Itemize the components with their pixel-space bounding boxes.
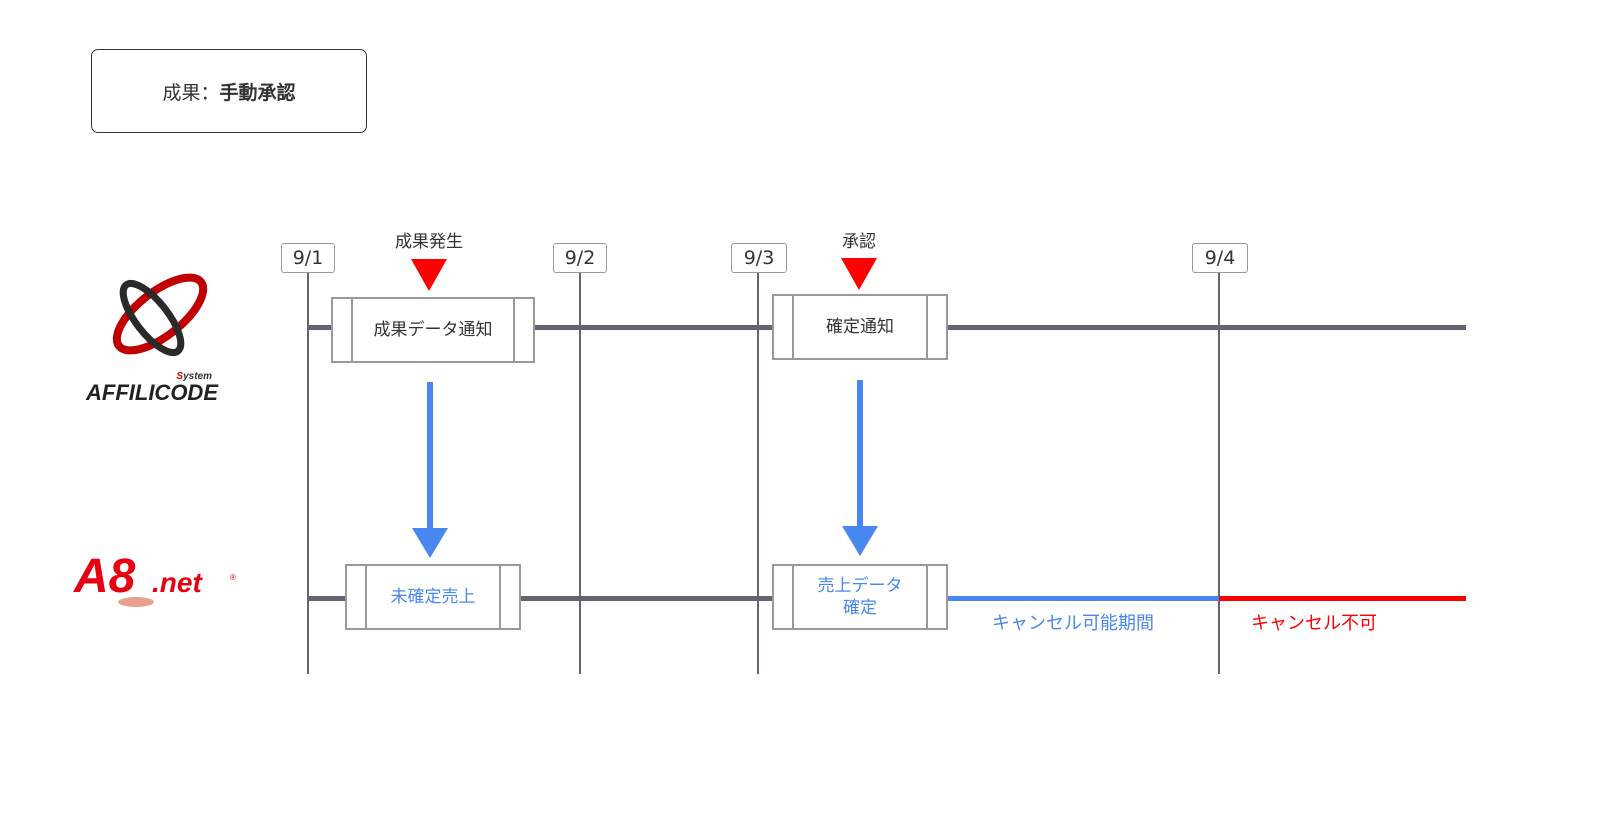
- flow-arrow-down-icon: [842, 380, 878, 556]
- process-label: 成果データ通知: [373, 320, 493, 340]
- flow-arrow-down-icon: [412, 382, 448, 558]
- a8-logo-mark-icon: A8 .net ®: [73, 550, 236, 607]
- svg-text:®: ®: [230, 573, 236, 582]
- cancel-impossible-label: キャンセル不可: [1251, 613, 1377, 634]
- date-line-9-1: [307, 272, 309, 674]
- process-unconfirmed-sales: 未確定売上: [345, 564, 521, 630]
- date-tag: 9/3: [731, 243, 787, 273]
- cancel-possible-period-bar: [947, 596, 1219, 601]
- date-tag: 9/2: [553, 243, 607, 273]
- a8-timeline: [307, 596, 773, 601]
- affilicode-name: AFFILICODE: [85, 380, 219, 405]
- date-line-9-2: [579, 272, 581, 674]
- process-label: 確定通知: [826, 317, 894, 337]
- process-label-line: 確定: [843, 598, 877, 618]
- affilicode-tag: System: [176, 371, 212, 382]
- process-sales-data-confirmed: 売上データ 確定: [772, 564, 948, 630]
- date-line-9-4: [1218, 272, 1220, 674]
- cancel-impossible-period-bar: [1219, 596, 1466, 601]
- affilicode-orbit-icon: System AFFILICODE: [85, 273, 219, 405]
- red-triangle-marker-icon: [411, 259, 447, 291]
- date-tag: 9/4: [1192, 243, 1248, 273]
- process-confirm-notice: 確定通知: [772, 294, 948, 360]
- date-line-9-3: [757, 272, 759, 674]
- a8-suffix: .net: [152, 567, 203, 598]
- event-label-approval: 承認: [842, 232, 876, 252]
- process-label: 売上データ 確定: [794, 566, 926, 628]
- a8-logo: A8 .net ®: [70, 538, 245, 613]
- title-prefix: 成果：: [162, 81, 220, 104]
- date-tag: 9/1: [281, 243, 335, 273]
- title-main: 手動承認: [219, 81, 296, 104]
- red-triangle-marker-icon: [841, 258, 877, 290]
- process-conversion-notice: 成果データ通知: [331, 297, 535, 363]
- event-label-conversion: 成果発生: [395, 232, 463, 252]
- process-label: 未確定売上: [390, 587, 476, 607]
- diagram-title: 成果：手動承認: [91, 49, 367, 133]
- process-label-line: 売上データ: [817, 576, 903, 596]
- a8-name: A8: [73, 550, 136, 603]
- cancel-possible-label: キャンセル可能期間: [992, 613, 1154, 634]
- affilicode-logo: System AFFILICODE: [80, 262, 240, 407]
